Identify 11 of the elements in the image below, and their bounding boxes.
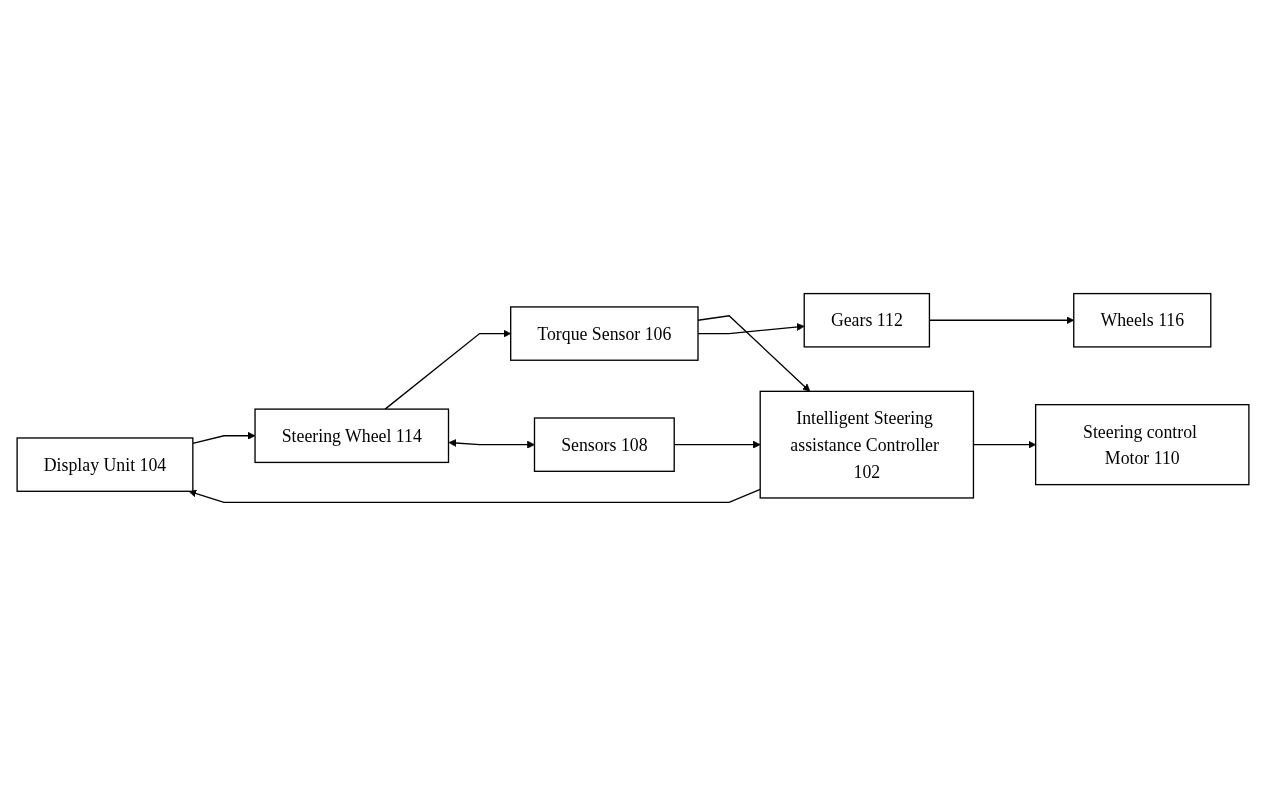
node-box: Intelligent Steering assistance Controller 102: [759, 390, 975, 499]
node-box: Gears 112: [803, 292, 931, 348]
node-box: Display Unit 104: [16, 437, 194, 492]
node-box: Torque Sensor 106: [510, 306, 699, 361]
arrow: [192, 431, 256, 444]
node-box: Steering control Motor 110: [1035, 404, 1250, 486]
arrow: [448, 439, 535, 449]
node-box: Sensors 108: [533, 417, 675, 472]
node-box: Steering Wheel 114: [254, 408, 450, 464]
arrow: [188, 488, 761, 504]
node-box: Wheels 116: [1073, 292, 1212, 348]
